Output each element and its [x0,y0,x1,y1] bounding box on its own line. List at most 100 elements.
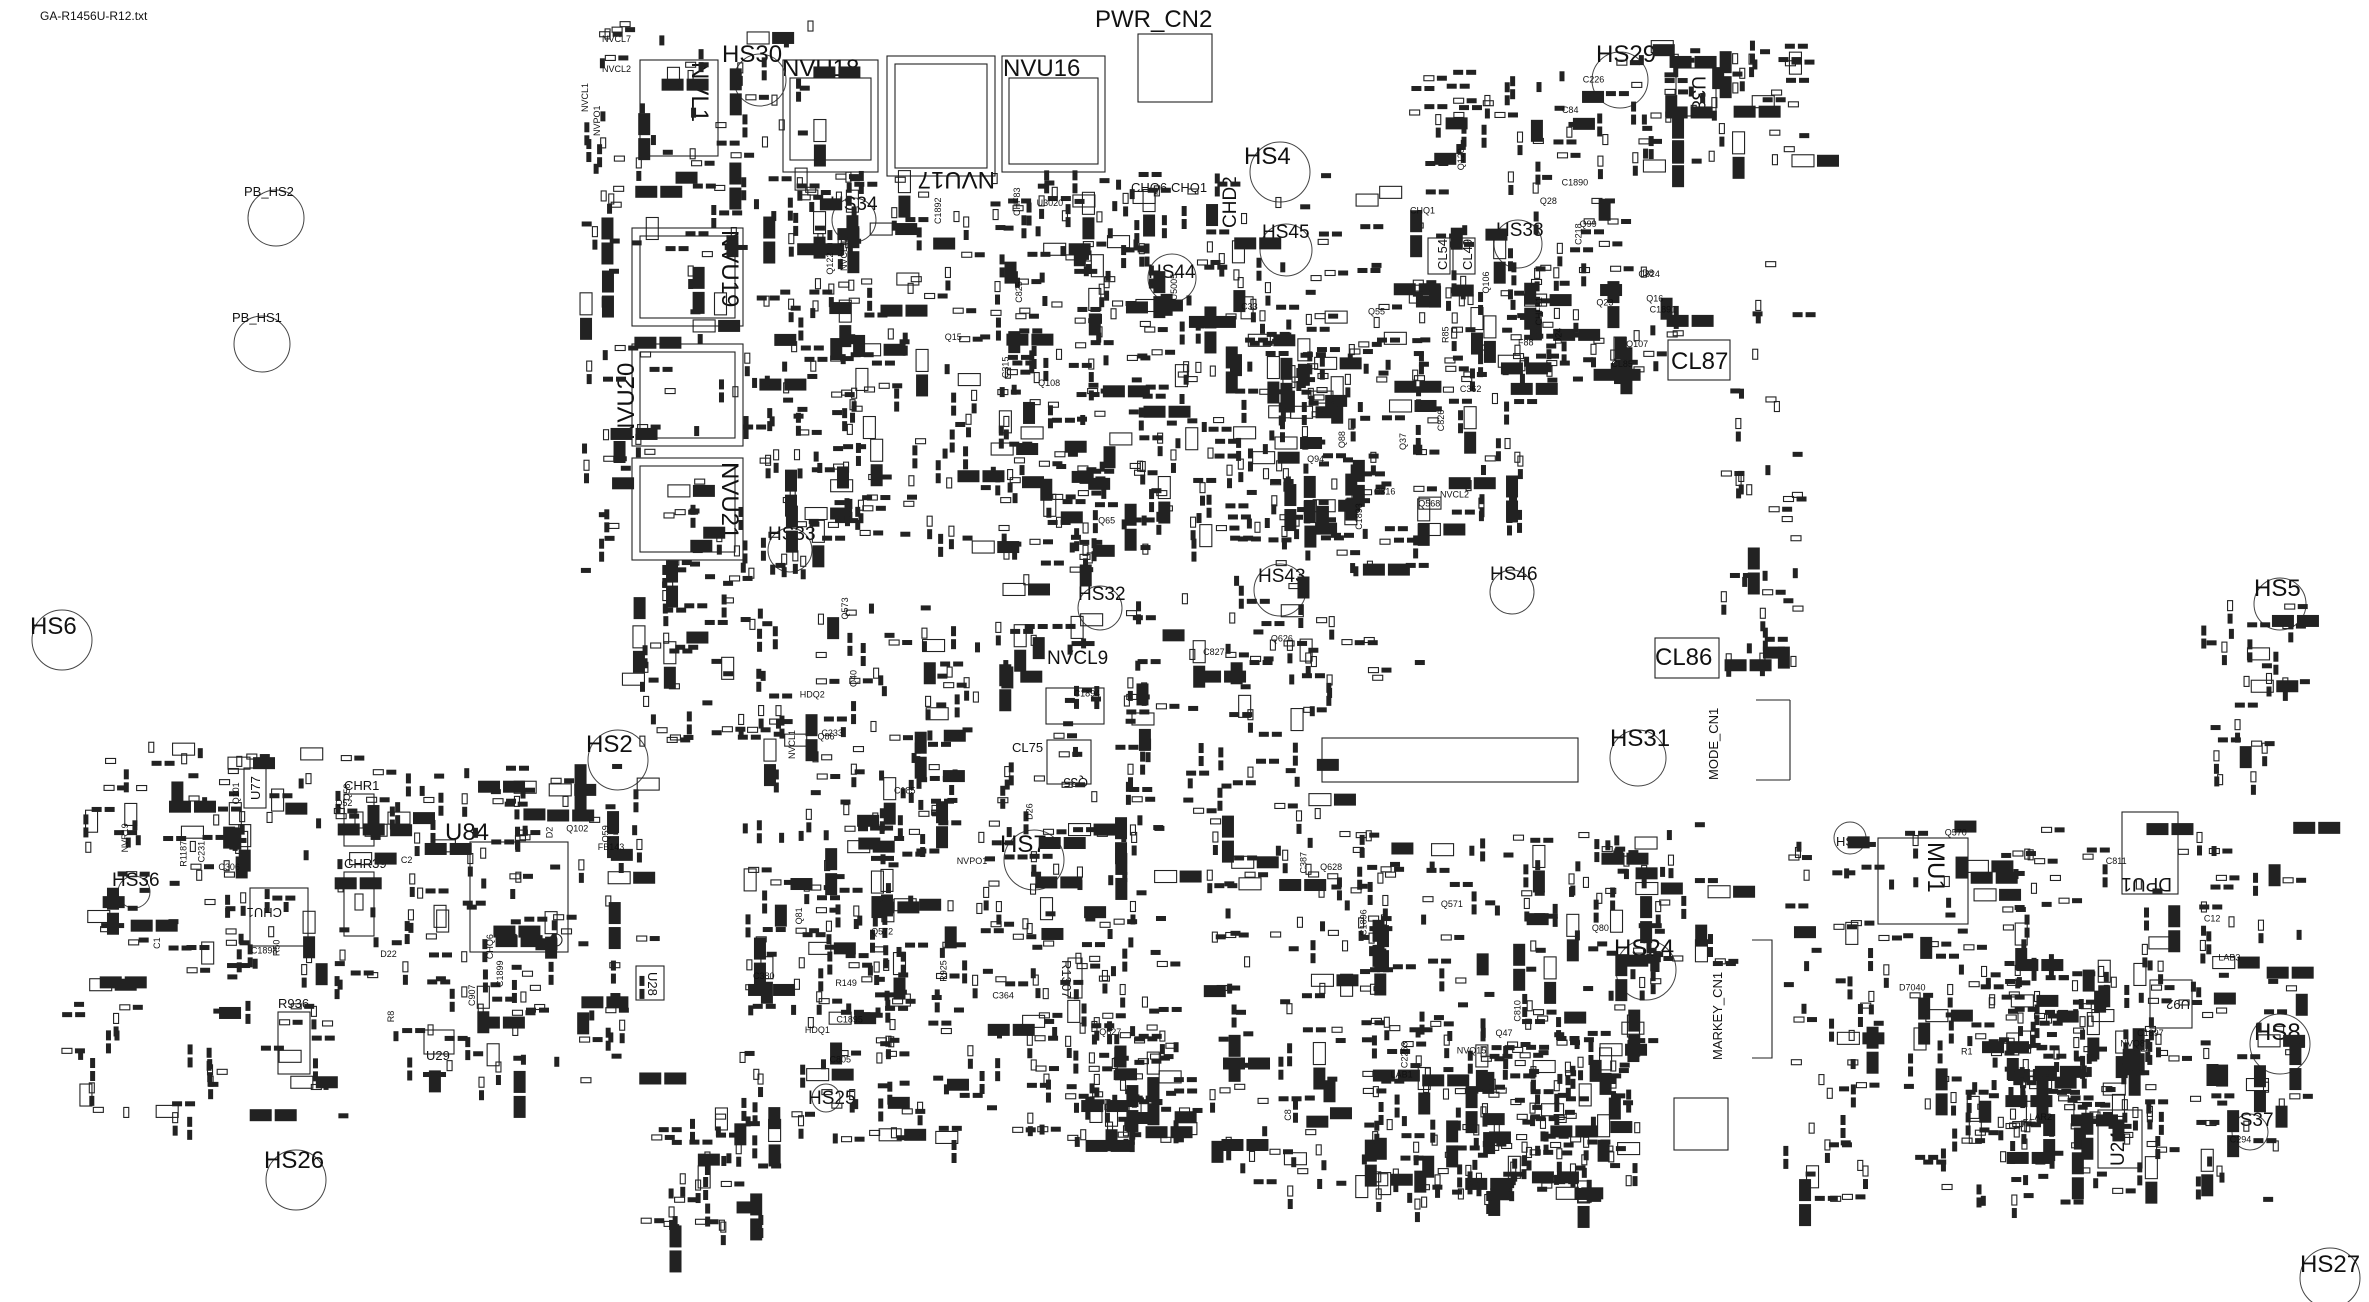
smd-part [1610,887,1616,911]
smd-pad [878,1128,902,1142]
smd-pad [903,500,915,507]
smd-pad [917,1115,923,1126]
smd-part [1160,293,1173,316]
smd-pad [1546,362,1552,373]
smd-pad [744,152,755,158]
u28-part[interactable] [635,965,665,1001]
smd-pad [1336,1180,1347,1186]
smd-part [962,727,973,733]
smd-pad [1316,387,1328,394]
smd-part [1035,1065,1059,1072]
nvu16-chip[interactable]: NVU16 [1001,55,1106,173]
smd-pad [1533,333,1544,339]
smd-pad [1247,722,1253,733]
smd-part [656,727,668,734]
smd-pad [1053,732,1065,739]
center-connector[interactable] [1321,737,1579,783]
smd-pad [1221,426,1232,432]
nvu20-chip[interactable]: NVU20 [613,343,744,447]
smd-pad [1256,257,1262,268]
smd-pad [1156,511,1162,522]
smd-part [1269,639,1276,651]
smd-pad [902,735,913,741]
smd-pad [1430,1132,1436,1143]
smd-pad [1099,921,1111,928]
smd-part [1290,708,1304,732]
smd-pad [1129,900,1137,913]
smd-pad [692,183,703,189]
smd-pad [949,784,955,795]
smd-pad [1357,883,1368,889]
smd-pad [758,1087,764,1098]
smd-pad [1336,549,1348,556]
smd-pad [1464,509,1475,515]
smd-part [1311,411,1323,418]
smd-pad [1023,401,1036,424]
smd-pad [924,673,935,679]
pwr-cn2-connector[interactable]: PWR_CN2 [1095,6,1213,103]
smd-part [714,184,726,191]
smd-part [1316,347,1340,353]
smd-pad [1600,284,1623,297]
smd-pad [908,895,914,906]
u29-part[interactable] [423,1029,455,1055]
u92-chip[interactable]: U92 [2149,979,2193,1029]
smd-pad [1549,353,1560,359]
smd-part [1092,510,1098,534]
smd-pad [1208,426,1219,432]
cl87-cap[interactable]: CL87 [1667,339,1731,381]
smd-part [946,1078,969,1091]
smd-pad [663,616,669,627]
smd-pad [1119,983,1126,996]
smd-part [1480,838,1486,862]
smd-pad [1535,947,1546,953]
smd-pad [1075,782,1086,788]
markey-cn1-connector[interactable]: MARKEY_CN1 [1710,939,1773,1060]
smd-pad [943,682,955,689]
u77-part[interactable]: U77 [243,767,267,809]
smd-part [1008,331,1021,354]
smd-part [1161,505,1173,512]
smd-pad [1008,198,1019,204]
nvcl9-label: NVCL9 [1047,648,1108,669]
smd-pad [1418,405,1430,412]
mode-cn1-connector[interactable]: MODE_CN1 [1706,699,1791,781]
smd-pad [1081,1016,1087,1027]
smd-pad [955,421,966,427]
smd-pad [1124,528,1137,551]
smd-pad [1027,1048,1033,1059]
smd-part [928,741,952,747]
smd-pad [1265,295,1271,306]
smd-pad [642,661,649,673]
smd-pad [1568,873,1575,885]
smd-pad [1305,289,1316,295]
u84-chip[interactable]: U84 [445,819,569,953]
smd-part [943,1084,949,1095]
smd-pad [592,239,598,250]
smd-pad [830,338,843,361]
smd-pad [928,1020,939,1026]
smd-pad [1448,477,1471,490]
smd-part [1371,262,1382,268]
cl86-cap[interactable]: CL86 [1654,637,1720,679]
smd-pad [782,719,793,725]
smd-part [1359,834,1365,858]
smd-part [1530,119,1543,142]
chr39-resistor[interactable]: CHR39 [343,856,387,937]
smd-pad [909,1135,920,1141]
smd-pad [1728,958,1739,964]
smd-pad [805,714,818,737]
r1307-label: R1307 [1059,960,1074,998]
smd-part [1634,1122,1641,1134]
lower-connector[interactable] [1673,1097,1729,1151]
nvu17-chip[interactable]: NVU17 [886,55,996,193]
smd-part [1107,228,1113,239]
smd-part [1526,1000,1533,1012]
smd-pad [1590,1116,1596,1127]
nvu21-chip[interactable]: NVU21 [631,457,744,561]
chu1-chip[interactable]: CHU1 [247,887,309,947]
smd-pad [635,427,658,440]
smd-part [1027,1112,1034,1137]
smd-pad [580,567,591,573]
smd-part [1302,1027,1326,1033]
